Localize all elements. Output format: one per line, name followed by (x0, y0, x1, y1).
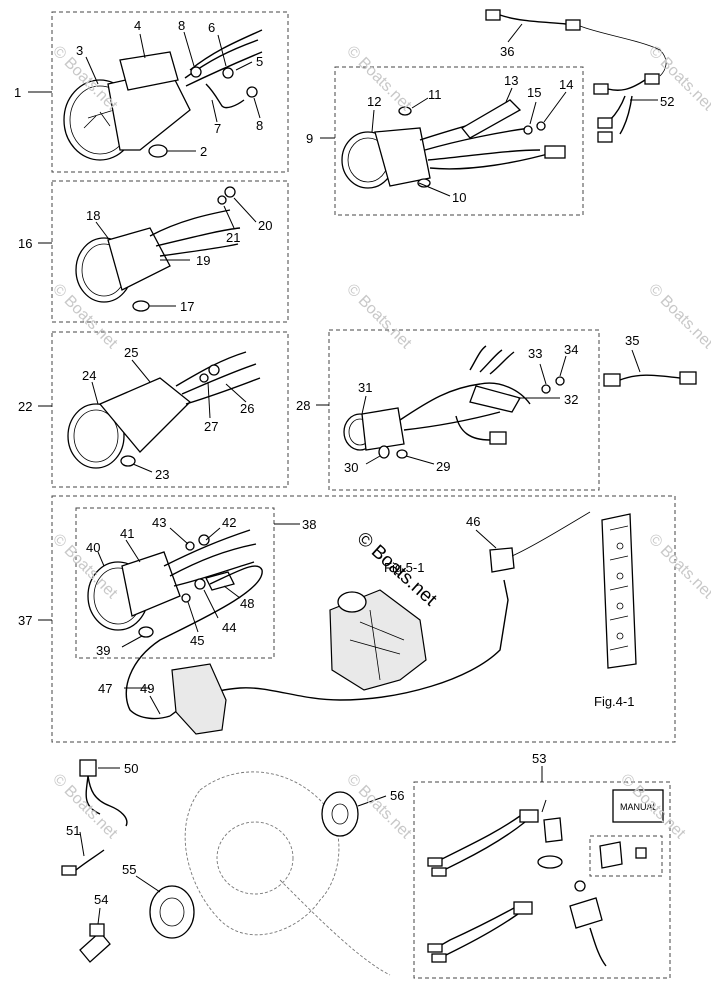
callout-44[interactable]: 44 (222, 620, 236, 635)
bracket-subbox (589, 835, 663, 877)
callout-28[interactable]: 28 (296, 398, 310, 413)
callout-30[interactable]: 30 (344, 460, 358, 475)
callout-47[interactable]: 47 (98, 681, 112, 696)
callout-7[interactable]: 7 (214, 121, 221, 136)
callout-8-bottom[interactable]: 8 (256, 118, 263, 133)
callout-1[interactable]: 1 (14, 85, 21, 100)
callout-6[interactable]: 6 (208, 20, 215, 35)
group-53-sender-kit: 53 MANUAL (413, 751, 671, 979)
part-56 (321, 791, 359, 837)
callout-35[interactable]: 35 (625, 333, 639, 348)
callout-2[interactable]: 2 (200, 144, 207, 159)
manual-booklet (612, 789, 664, 823)
callout-26[interactable]: 26 (240, 401, 254, 416)
harness-36-52: 36 52 (485, 9, 674, 143)
callout-25[interactable]: 25 (124, 345, 138, 360)
callout-22[interactable]: 22 (18, 399, 32, 414)
group-37-speedometer: 37 38 39 40 41 42 43 44 45 46 (18, 495, 676, 743)
group-22-gauge: 22 23 24 25 26 27 (18, 331, 289, 488)
callout-15[interactable]: 15 (527, 85, 541, 100)
watermark-5: © Boats.net (343, 281, 415, 353)
sensor-body (569, 897, 603, 929)
callout-46[interactable]: 46 (466, 514, 480, 529)
callout-54[interactable]: 54 (94, 892, 108, 907)
callout-27[interactable]: 27 (204, 419, 218, 434)
group-9-box (334, 66, 584, 216)
callout-17[interactable]: 17 (180, 299, 194, 314)
callout-41[interactable]: 41 (120, 526, 134, 541)
callout-42[interactable]: 42 (222, 515, 236, 530)
group-37-box (51, 495, 676, 743)
callout-45[interactable]: 45 (190, 633, 204, 648)
callout-36[interactable]: 36 (500, 44, 514, 59)
part-51 (61, 865, 77, 876)
callout-16[interactable]: 16 (18, 236, 32, 251)
part-55 (149, 885, 195, 939)
callout-14[interactable]: 14 (559, 77, 573, 92)
callout-8-top[interactable]: 8 (178, 18, 185, 33)
loose-parts: 50 51 54 55 56 (61, 759, 404, 976)
callout-20[interactable]: 20 (258, 218, 272, 233)
callout-50[interactable]: 50 (124, 761, 138, 776)
tachometer-bulb (148, 144, 168, 158)
group-28-box (328, 329, 600, 491)
trim-meter-connector (544, 145, 566, 159)
callout-33[interactable]: 33 (528, 346, 542, 361)
figure-ref-4-1[interactable]: Fig.4-1 (594, 694, 634, 709)
callout-51[interactable]: 51 (66, 823, 80, 838)
part-54 (79, 931, 111, 963)
speedometer-tee (489, 547, 515, 573)
callout-24[interactable]: 24 (82, 368, 96, 383)
trim-meter-body (374, 127, 431, 187)
propeller-ghost (184, 771, 340, 936)
callout-29[interactable]: 29 (436, 459, 450, 474)
callout-53[interactable]: 53 (532, 751, 546, 766)
callout-40[interactable]: 40 (86, 540, 100, 555)
callout-10[interactable]: 10 (452, 190, 466, 205)
bracket-fig4 (601, 513, 637, 669)
callout-43[interactable]: 43 (152, 515, 166, 530)
callout-3[interactable]: 3 (76, 43, 83, 58)
part-50 (79, 759, 97, 777)
callout-18[interactable]: 18 (86, 208, 100, 223)
callout-9[interactable]: 9 (306, 131, 313, 146)
callout-5[interactable]: 5 (256, 54, 263, 69)
callout-12[interactable]: 12 (367, 94, 381, 109)
callout-48[interactable]: 48 (240, 596, 254, 611)
group-16-gauge: 16 17 18 19 20 21 (18, 180, 289, 323)
manual-label: MANUAL (620, 802, 658, 812)
callout-34[interactable]: 34 (564, 342, 578, 357)
callout-13[interactable]: 13 (504, 73, 518, 88)
group-1-box (51, 11, 289, 173)
callout-32[interactable]: 32 (564, 392, 578, 407)
callout-38[interactable]: 38 (302, 517, 316, 532)
callout-11[interactable]: 11 (428, 87, 442, 102)
watermark-6: © Boats.net (645, 281, 711, 353)
harness-35: 35 (603, 333, 697, 387)
callout-52[interactable]: 52 (660, 94, 674, 109)
figure-ref-5-1[interactable]: Fig.5-1 (384, 560, 424, 575)
watermark-8: © Boats.net (645, 531, 711, 603)
callout-56[interactable]: 56 (390, 788, 404, 803)
group-1-tachometer: 1 2 3 4 5 6 7 8 8 (14, 11, 289, 173)
gauge-22 (67, 403, 125, 469)
callout-55[interactable]: 55 (122, 862, 136, 877)
callout-49[interactable]: 49 (140, 681, 154, 696)
group-38-box (75, 507, 275, 659)
callout-31[interactable]: 31 (358, 380, 372, 395)
callout-4[interactable]: 4 (134, 18, 141, 33)
callout-21[interactable]: 21 (226, 230, 240, 245)
callout-19[interactable]: 19 (196, 253, 210, 268)
callout-39[interactable]: 39 (96, 643, 110, 658)
sender-connector (519, 809, 539, 823)
callout-23[interactable]: 23 (155, 467, 169, 482)
sender-body (543, 817, 563, 843)
callout-37[interactable]: 37 (18, 613, 32, 628)
group-9-trim-meter: 9 10 11 12 13 14 15 (306, 66, 584, 216)
tachometer-clamp (119, 51, 179, 91)
lower-unit-fig5 (329, 589, 427, 691)
group-28-gauge: 28 29 30 31 32 33 34 (296, 329, 600, 491)
